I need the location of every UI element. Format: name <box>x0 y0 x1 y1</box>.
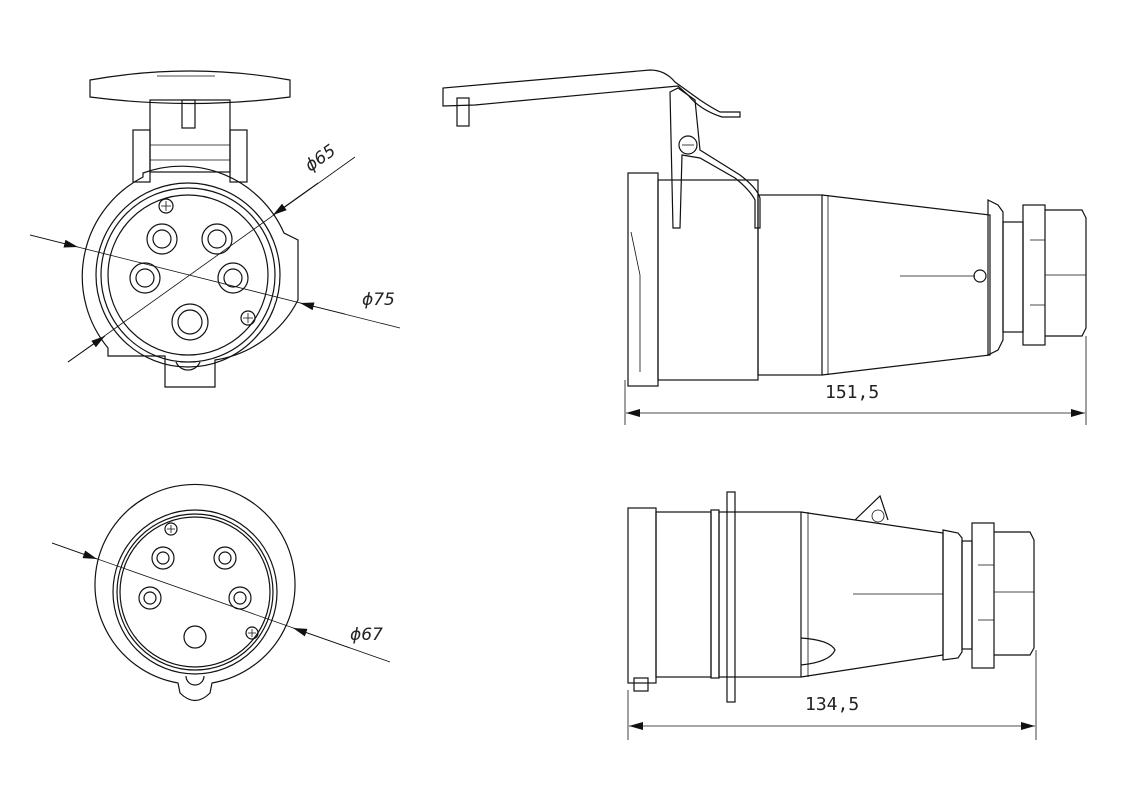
plug-front-view: ϕ67 <box>51 483 391 702</box>
dim-phi67: ϕ67 <box>350 625 383 645</box>
screw-icon <box>158 198 256 326</box>
socket-side-view: 151,5 <box>442 69 1087 425</box>
dim-phi65: ϕ65 <box>301 141 339 176</box>
socket-front-view: ϕ65 ϕ75 <box>29 70 401 388</box>
pin-holes <box>129 223 249 341</box>
dim-length-134-5: 134,5 <box>805 694 859 715</box>
dim-length-151-5: 151,5 <box>825 382 879 403</box>
plug-side-view: 134,5 <box>627 491 1037 740</box>
dim-phi75: ϕ75 <box>362 290 395 310</box>
pin-holes <box>138 546 252 649</box>
screw-icon <box>164 522 259 640</box>
